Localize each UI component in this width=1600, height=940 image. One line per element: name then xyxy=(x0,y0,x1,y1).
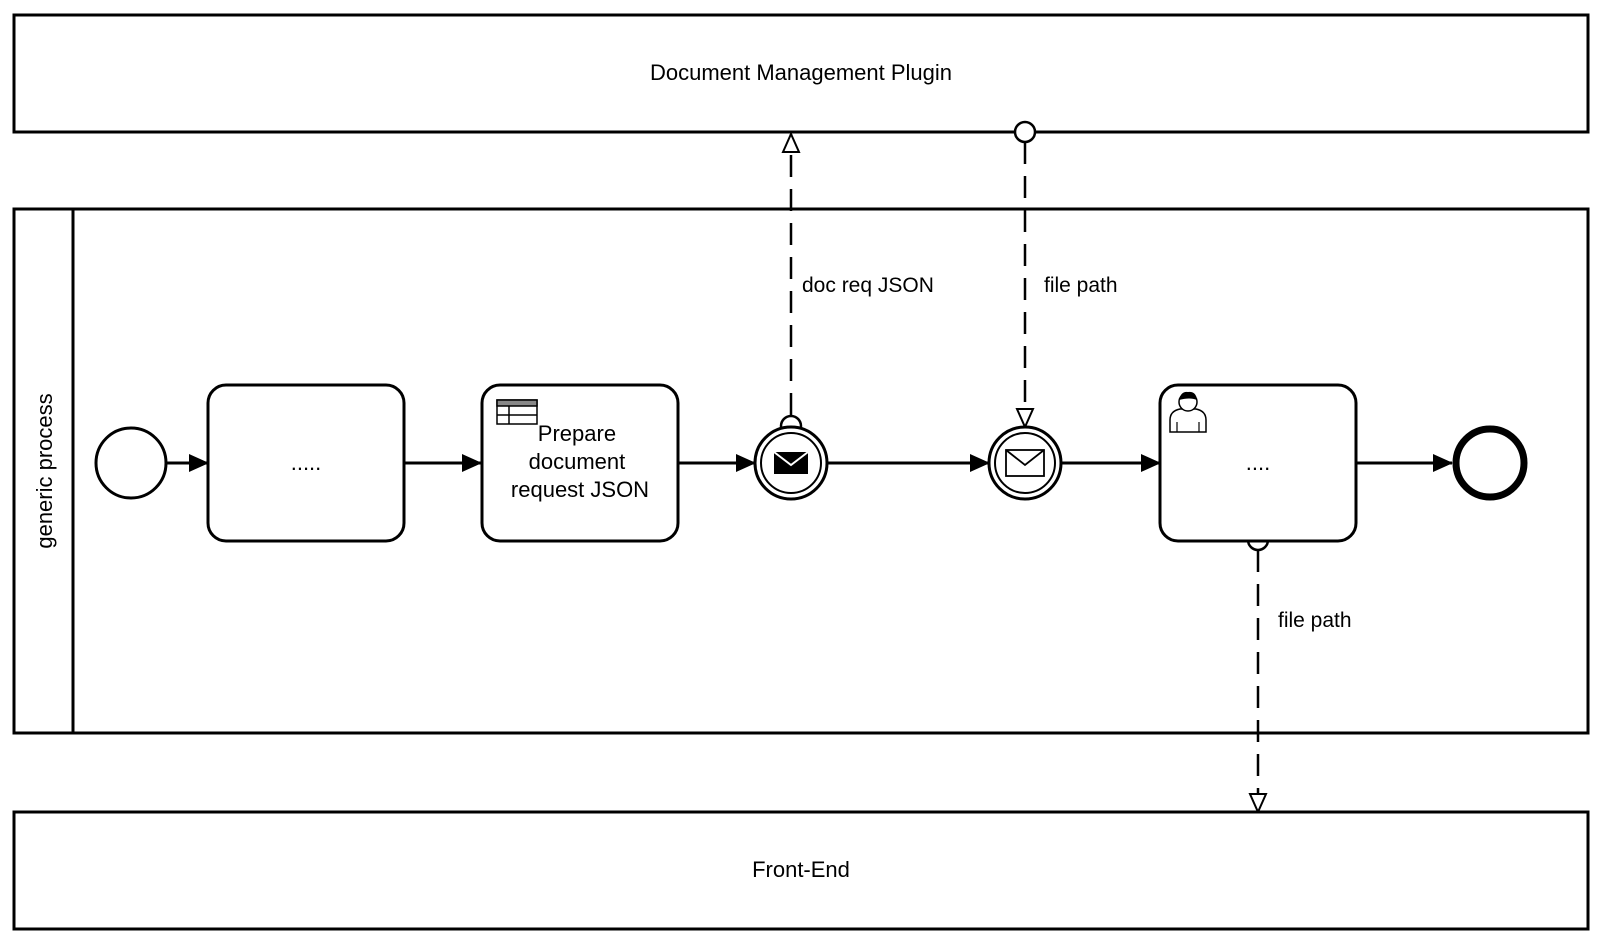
lane-title-generic-process: generic process xyxy=(32,393,57,548)
message-flow-file-path-in[interactable]: file path xyxy=(1013,120,1118,427)
user-task[interactable]: .... xyxy=(1158,383,1358,543)
pool-front-end[interactable]: Front-End xyxy=(12,810,1590,931)
message-flow-source-circle xyxy=(1013,120,1037,144)
task-2-label-line: document xyxy=(529,449,626,474)
message-flow-label-file-path-out: file path xyxy=(1278,609,1352,632)
task-1[interactable]: ..... xyxy=(206,383,406,543)
end-event[interactable] xyxy=(1452,425,1528,501)
envelope-outline-icon xyxy=(1005,449,1045,477)
pool-document-management-plugin[interactable]: Document Management Plugin xyxy=(12,13,1590,134)
pool-title-front-end: Front-End xyxy=(752,857,850,882)
message-flow-label-doc-req-json: doc req JSON xyxy=(802,274,934,297)
task-2-label: Prepare document request JSON xyxy=(511,421,649,502)
task-3-label: .... xyxy=(1246,450,1270,475)
task-prepare-document-request-json[interactable]: Prepare document request JSON xyxy=(480,383,680,543)
intermediate-catch-message-event[interactable] xyxy=(987,425,1063,501)
intermediate-throw-message-event[interactable] xyxy=(753,425,829,501)
message-flow-label-file-path-in: file path xyxy=(1044,274,1118,297)
task-2-label-line: Prepare xyxy=(538,421,616,446)
task-1-label: ..... xyxy=(291,450,322,475)
business-rule-icon xyxy=(496,399,538,425)
pool-title-document-management-plugin: Document Management Plugin xyxy=(650,60,952,85)
start-event[interactable] xyxy=(94,426,168,500)
user-icon xyxy=(1169,391,1207,433)
task-2-label-line: request JSON xyxy=(511,477,649,502)
envelope-filled-icon xyxy=(773,451,809,474)
